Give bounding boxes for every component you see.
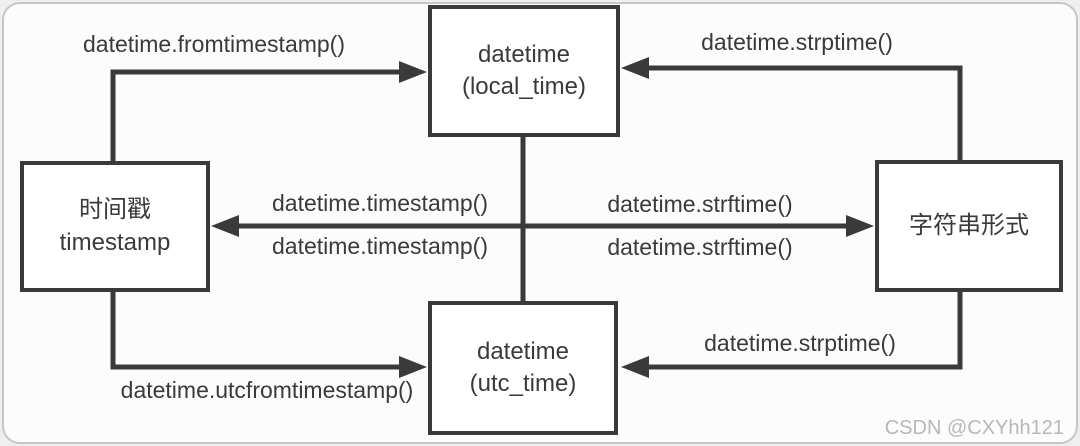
- node-label-line: (utc_time): [469, 370, 577, 397]
- edge-label-timestamp-lower: datetime.timestamp(): [271, 233, 489, 259]
- edge-strptime-top-line: [648, 65, 963, 162]
- node-timestamp: 时间戳 timestamp: [20, 161, 210, 292]
- edge-label-timestamp-upper: datetime.timestamp(): [271, 190, 489, 216]
- node-datetime-utc-time: datetime (utc_time): [428, 301, 618, 435]
- node-string-form: 字符串形式: [875, 160, 1063, 292]
- edge-label-fromtimestamp: datetime.fromtimestamp(): [82, 31, 346, 57]
- edge-label-strftime-lower: datetime.strftime(): [607, 234, 793, 260]
- node-label-line: 时间戳: [79, 196, 151, 224]
- arrowhead-left-icon: [621, 57, 649, 79]
- arrowhead-left-icon: [211, 215, 239, 237]
- edge-label-strftime-upper: datetime.strftime(): [607, 191, 793, 217]
- arrowhead-right-icon: [399, 61, 427, 83]
- edge-utcfromtimestamp-line: [110, 290, 400, 370]
- node-label-line: datetime: [476, 337, 570, 365]
- edge-fromtimestamp-line: [110, 69, 400, 163]
- node-label-line: 字符串形式: [909, 211, 1029, 239]
- node-label-line: timestamp: [59, 228, 171, 256]
- csdn-watermark: CSDN @CXYhh121: [884, 417, 1064, 439]
- edge-label-strptime-bottom: datetime.strptime(): [704, 330, 896, 356]
- arrowhead-right-icon: [399, 356, 427, 378]
- arrowhead-left-icon: [621, 356, 649, 378]
- node-datetime-local-time: datetime (local_time): [428, 5, 620, 137]
- arrowhead-right-icon: [846, 215, 874, 237]
- edge-strptime-bottom-line: [648, 291, 963, 370]
- edge-label-utcfromtimestamp: datetime.utcfromtimestamp(): [120, 377, 414, 403]
- edge-label-strptime-top: datetime.strptime(): [701, 29, 893, 55]
- node-label-line: datetime: [477, 40, 571, 68]
- node-label-line: (local_time): [461, 73, 587, 100]
